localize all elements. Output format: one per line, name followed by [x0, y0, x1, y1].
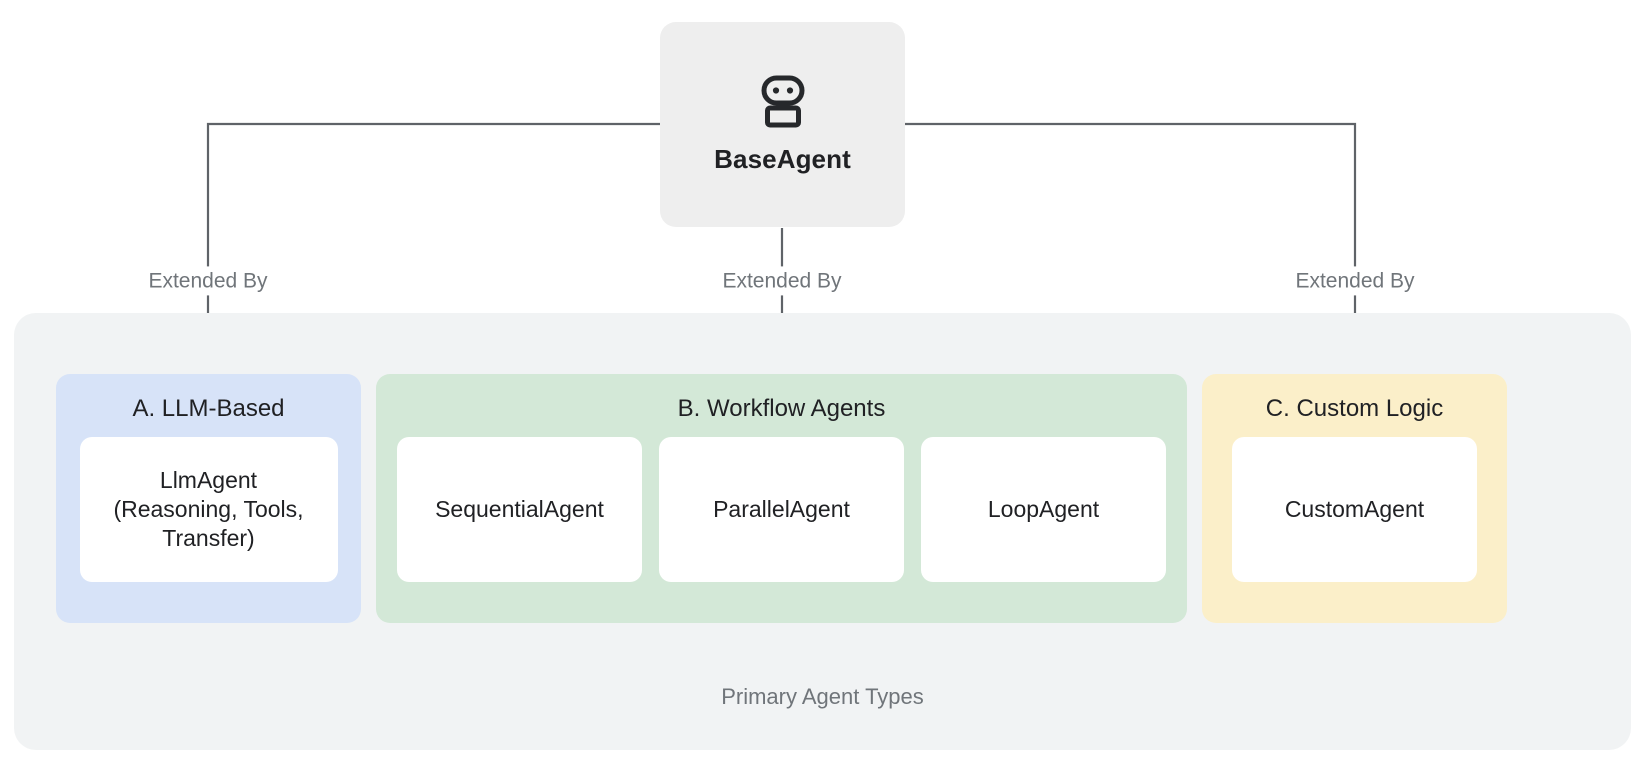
- agent-card-sequential-agent[interactable]: SequentialAgent: [397, 437, 642, 582]
- category-custom-logic[interactable]: C. Custom Logic CustomAgent: [1202, 374, 1507, 623]
- node-base-agent[interactable]: BaseAgent: [660, 22, 905, 227]
- base-agent-label: BaseAgent: [714, 144, 851, 174]
- card-list-llm-based: LlmAgent(Reasoning, Tools,Transfer): [79, 437, 338, 582]
- agent-card-llm-agent[interactable]: LlmAgent(Reasoning, Tools,Transfer): [79, 437, 338, 582]
- category-title-custom-logic: C. Custom Logic: [1265, 395, 1444, 422]
- edge-label-right: Extended By: [1287, 266, 1423, 296]
- category-llm-based[interactable]: A. LLM-Based LlmAgent(Reasoning, Tools,T…: [56, 374, 361, 623]
- edge-label-left: Extended By: [140, 266, 276, 296]
- agent-card-loop-agent[interactable]: LoopAgent: [921, 437, 1166, 582]
- edge-label-middle: Extended By: [714, 266, 850, 296]
- card-list-custom-logic: CustomAgent: [1232, 437, 1477, 582]
- category-title-llm-based: A. LLM-Based: [132, 395, 285, 422]
- agent-card-custom-agent[interactable]: CustomAgent: [1232, 437, 1477, 582]
- robot-icon: [755, 74, 811, 130]
- agent-card-parallel-agent[interactable]: ParallelAgent: [659, 437, 904, 582]
- category-title-workflow-agents: B. Workflow Agents: [677, 395, 886, 422]
- group-caption: Primary Agent Types: [721, 684, 924, 709]
- category-workflow-agents[interactable]: B. Workflow Agents SequentialAgent Paral…: [376, 374, 1187, 623]
- card-list-workflow-agents: SequentialAgent ParallelAgent LoopAgent: [397, 437, 1166, 582]
